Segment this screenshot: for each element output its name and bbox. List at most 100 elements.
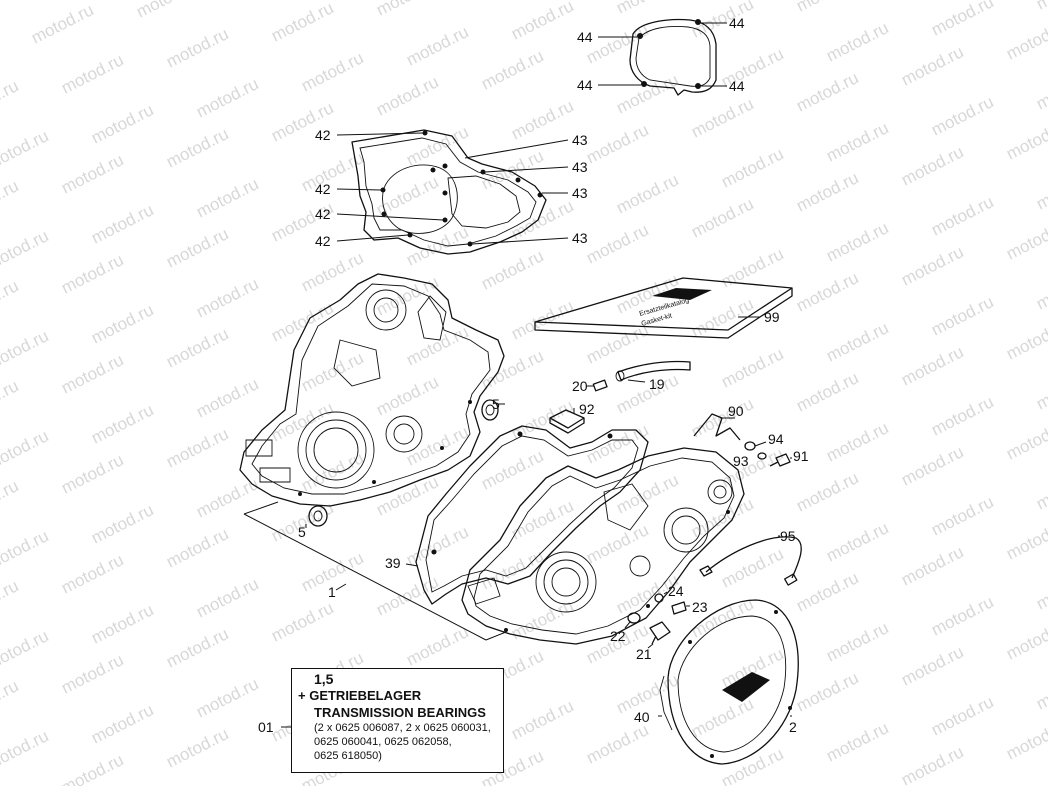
watermark-text: motod.ru <box>508 696 576 743</box>
callout-21: 21 <box>636 646 652 662</box>
watermark-text: motod.ru <box>0 376 22 423</box>
watermark-text: motod.ru <box>0 0 22 24</box>
gasket-39 <box>415 425 649 605</box>
watermark-text: motod.ru <box>688 494 756 541</box>
callout-42-43-group: 42 42 42 42 43 43 43 43 <box>315 127 588 249</box>
watermark-text: motod.ru <box>478 46 546 93</box>
callout-42a: 42 <box>315 127 331 143</box>
watermark-text: motod.ru <box>928 292 996 339</box>
drain-plug-21 <box>649 621 671 645</box>
watermark-text: motod.ru <box>793 168 861 215</box>
watermark-text: motod.ru <box>583 720 651 767</box>
callout-39: 39 <box>385 555 401 571</box>
washer-94 <box>744 441 756 451</box>
watermark-text: motod.ru <box>0 176 22 223</box>
watermark-text: motod.ru <box>373 372 441 419</box>
watermark-text: motod.ru <box>898 742 966 786</box>
watermark-text: motod.ru <box>1003 516 1048 563</box>
watermark-text: motod.ru <box>718 544 786 591</box>
watermark-text: motod.ru <box>298 348 366 395</box>
watermark-text: motod.ru <box>898 642 966 689</box>
callout-24: 24 <box>668 583 684 599</box>
watermark-text: motod.ru <box>1033 266 1048 313</box>
callout-2: 2 <box>789 719 797 735</box>
callout-43d: 43 <box>572 230 588 246</box>
watermark-text: motod.ru <box>88 200 156 247</box>
watermark-text: motod.ru <box>58 750 126 786</box>
callout-22: 22 <box>610 628 626 644</box>
watermark-text: motod.ru <box>403 222 471 269</box>
watermark-text: motod.ru <box>58 50 126 97</box>
watermark-text: motod.ru <box>928 92 996 139</box>
watermark-text: motod.ru <box>88 300 156 347</box>
watermark-text: motod.ru <box>898 42 966 89</box>
watermark-text: motod.ru <box>898 342 966 389</box>
watermark-text: motod.ru <box>58 550 126 597</box>
hose-19 <box>615 360 691 382</box>
watermark-text: motod.ru <box>0 576 22 623</box>
watermark-text: motod.ru <box>193 574 261 621</box>
watermark-text: motod.ru <box>163 424 231 471</box>
watermark-text: motod.ru <box>373 0 441 20</box>
watermark-text: motod.ru <box>508 0 576 44</box>
watermark-text: motod.ru <box>163 724 231 771</box>
watermark-text: motod.ru <box>373 72 441 119</box>
watermark-text: motod.ru <box>928 392 996 439</box>
watermark-text: motod.ru <box>793 268 861 315</box>
callout-93: 93 <box>733 453 749 469</box>
watermark-text: motod.ru <box>268 298 336 345</box>
watermark-text: motod.ru <box>403 622 471 669</box>
info-title-de: + GETRIEBELAGER <box>298 688 422 703</box>
info-part-number-line: 0625 060041, 0625 062058, <box>314 736 452 748</box>
watermark-text: motod.ru <box>823 718 891 765</box>
callout-5b: 5 <box>298 524 306 540</box>
callout-42b: 42 <box>315 181 331 197</box>
watermark-text: motod.ru <box>163 624 231 671</box>
watermark-text: motod.ru <box>718 144 786 191</box>
watermark-text: motod.ru <box>928 692 996 739</box>
callout-44-group: 44 44 44 44 <box>577 15 745 94</box>
pad-92 <box>549 409 585 434</box>
watermark-text: motod.ru <box>478 246 546 293</box>
callout-44a: 44 <box>577 29 593 45</box>
crankcase-left-half <box>239 273 505 507</box>
callout-42d: 42 <box>315 233 331 249</box>
watermark-text: motod.ru <box>823 618 891 665</box>
callout-1: 1 <box>328 584 336 600</box>
watermark-text: motod.ru <box>1003 216 1048 263</box>
watermark-text: motod.ru <box>298 148 366 195</box>
watermark-text: motod.ru <box>88 600 156 647</box>
watermark-text: motod.ru <box>1003 716 1048 763</box>
watermark-text: motod.ru <box>583 320 651 367</box>
watermark-text: motod.ru <box>928 492 996 539</box>
callout-99: 99 <box>764 309 780 325</box>
watermark-text: motod.ru <box>508 396 576 443</box>
watermark-text: motod.ru <box>793 368 861 415</box>
info-quantity: 1,5 <box>314 671 334 687</box>
callout-5a: 5 <box>492 396 500 412</box>
watermark-text: motod.ru <box>508 196 576 243</box>
watermark-text: motod.ru <box>133 0 201 22</box>
watermark-text: motod.ru <box>613 170 681 217</box>
watermark-text: motod.ru <box>0 526 52 573</box>
watermark-text: motod.ru <box>163 124 231 171</box>
watermark-text: motod.ru <box>193 674 261 721</box>
watermark-text: motod.ru <box>0 276 22 323</box>
watermark-text: motod.ru <box>823 118 891 165</box>
clip-90 <box>693 413 741 441</box>
watermark-text: motod.ru <box>613 70 681 117</box>
watermark-text: motod.ru <box>793 0 861 16</box>
watermark-text: motod.ru <box>1033 66 1048 113</box>
callout-44d: 44 <box>729 78 745 94</box>
nipple-20 <box>592 379 608 392</box>
watermark-text: motod.ru <box>898 142 966 189</box>
watermark-text: motod.ru <box>688 94 756 141</box>
watermark-text: motod.ru <box>88 400 156 447</box>
gasket-42-43 <box>351 129 547 255</box>
watermark-text: motod.ru <box>163 324 231 371</box>
watermark-text: motod.ru <box>1003 316 1048 363</box>
watermark-text: motod.ru <box>193 174 261 221</box>
watermark-text: motod.ru <box>1033 466 1048 513</box>
